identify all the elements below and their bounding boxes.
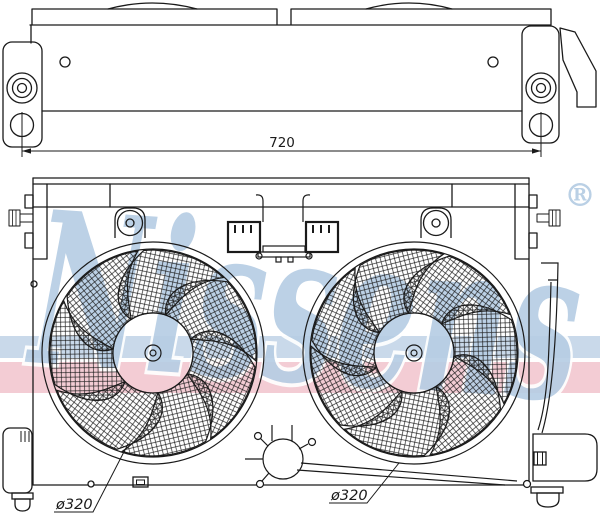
junction-wires <box>296 462 518 486</box>
left-plug-collar <box>11 492 34 500</box>
control-module-box <box>532 433 598 482</box>
junction-dot-upper-right <box>307 437 317 447</box>
right-grommet <box>525 72 557 104</box>
right-connector-wire <box>302 194 311 222</box>
bottom-right-module <box>522 433 598 508</box>
dimension-720 <box>21 112 542 157</box>
left-diameter-leader <box>54 443 129 513</box>
bottom-left-bracket <box>2 427 149 512</box>
left-fan-diameter-label: ø320 <box>55 497 93 513</box>
junction-dot-upper-left <box>253 431 263 441</box>
diameter-callouts <box>54 443 400 513</box>
left-fan-ring-outer <box>41 241 265 465</box>
pilot-hole-right <box>487 56 499 68</box>
right-fan <box>302 241 526 465</box>
left-connector-block <box>226 220 262 254</box>
right-tab-upper <box>528 194 538 209</box>
left-spigot-head <box>8 209 21 227</box>
fan-hanger-tabs <box>114 207 452 238</box>
frame-outline <box>32 177 530 486</box>
pilot-hole-left <box>59 56 71 68</box>
right-connector-block <box>304 220 340 254</box>
dim-arrow-left <box>22 148 31 154</box>
left-fan-ring-inner <box>48 248 258 458</box>
front-view-frame <box>8 177 561 486</box>
right-motor-dome-arc <box>365 2 453 10</box>
left-rivet-dot <box>30 280 38 288</box>
bottom-clip <box>132 476 149 488</box>
left-connector-wire <box>255 194 264 222</box>
right-fan-hub <box>373 312 455 394</box>
motor-connector-assembly <box>226 194 340 263</box>
dimension-720-label: 720 <box>269 135 295 151</box>
junction-dot-lower <box>255 479 265 489</box>
module-clip <box>533 451 547 466</box>
top-view-drawing <box>2 2 597 148</box>
right-plug-collar <box>530 486 564 494</box>
right-diameter-leader <box>329 462 400 504</box>
left-hanger-tab <box>114 207 146 238</box>
frame-inner-steps <box>32 183 530 260</box>
left-motor-dome-arc <box>107 2 198 10</box>
left-fan-axle <box>144 344 162 362</box>
left-plug-cap <box>14 498 31 512</box>
left-grommet <box>6 72 38 104</box>
right-plug-cap <box>536 492 560 508</box>
right-fan-ring-outer <box>302 241 526 465</box>
right-hanger-tab <box>420 207 452 238</box>
right-fan-ring-inner <box>309 248 519 458</box>
bottom-junction <box>245 425 518 489</box>
right-fan-axle <box>405 344 423 362</box>
right-spigot-head <box>548 209 561 227</box>
right-cable-run <box>537 262 559 434</box>
left-tab-upper <box>24 194 34 209</box>
connector-base-plate <box>257 251 311 258</box>
dim-arrow-right <box>532 148 541 154</box>
right-tab-lower <box>528 232 538 249</box>
frame-top-bars <box>32 177 530 208</box>
right-hook-flange <box>559 27 597 108</box>
registered-trademark-symbol: ® <box>564 176 596 214</box>
left-tab-lower <box>24 232 34 249</box>
right-fan-diameter-label: ø320 <box>330 488 368 504</box>
left-spigot-shaft <box>19 213 34 223</box>
shroud-top-bar <box>29 8 552 26</box>
left-fan <box>41 241 265 465</box>
right-fan-blades <box>310 249 518 457</box>
left-fan-hub <box>112 312 194 394</box>
